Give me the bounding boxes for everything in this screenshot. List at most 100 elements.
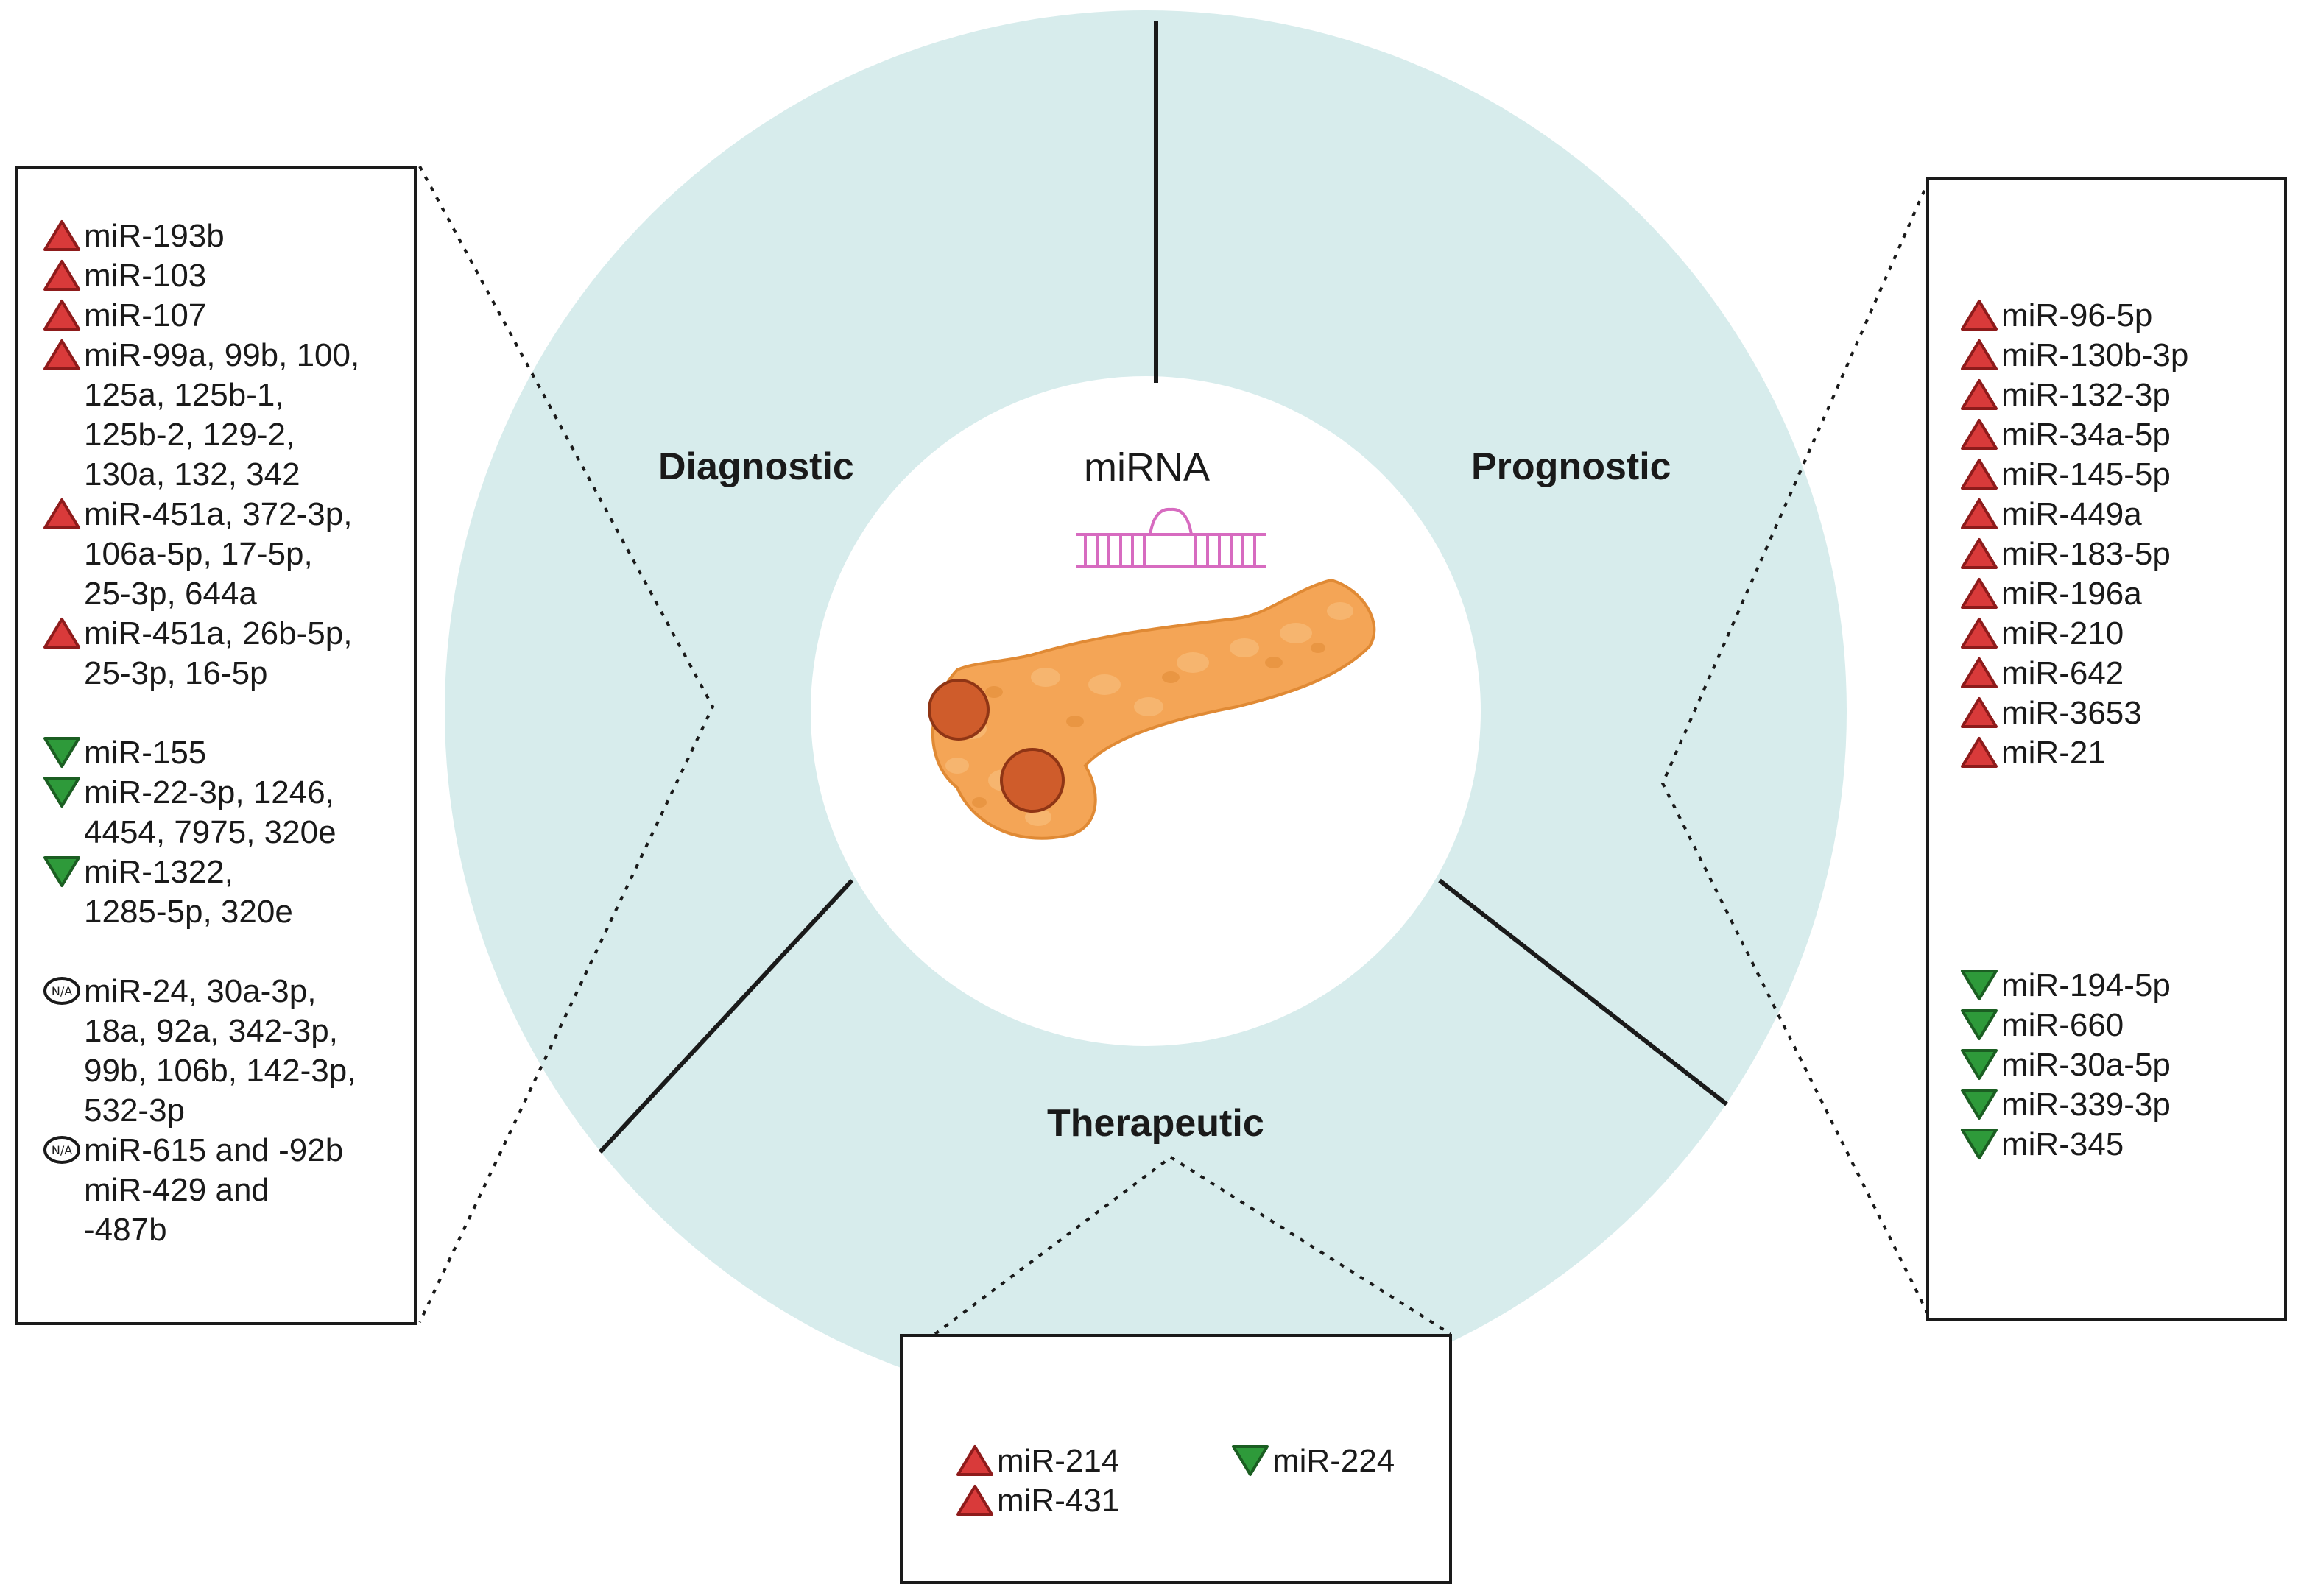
list-item: miR-155: [43, 733, 359, 773]
mirna-label: miR-103: [84, 258, 207, 294]
therapeutic-down-list: miR-224: [1231, 1441, 1395, 1481]
mirna-label: miR-214: [997, 1443, 1120, 1479]
list-item: miR-214: [956, 1441, 1119, 1481]
list-item: N/A miR-615 and -92b miR-429 and -487b: [43, 1131, 359, 1250]
list-item: miR-107: [43, 296, 359, 336]
list-item: miR-210: [1960, 614, 2188, 654]
down-triangle-icon: [1960, 1006, 2001, 1045]
mirna-label: miR-660: [2001, 1007, 2124, 1043]
down-triangle-icon: [1960, 966, 2001, 1006]
center-label-mirna: miRNA: [1084, 445, 1210, 490]
diagnostic-box: miR-193b miR-103 miR-107 miR-99a, 99b, 1…: [15, 166, 417, 1325]
up-triangle-icon: [43, 216, 84, 256]
list-item: miR-103: [43, 256, 359, 296]
list-item: N/A miR-24, 30a-3p, 18a, 92a, 342-3p, 99b…: [43, 972, 359, 1131]
mirna-label: miR-339-3p: [2001, 1087, 2171, 1123]
divider-left: [598, 878, 854, 1154]
mirna-label: miR-183-5p: [2001, 536, 2171, 572]
list-item: miR-449a: [1960, 495, 2188, 534]
mirna-label: miR-99a, 99b, 100, 125a, 125b-1, 125b-2,…: [84, 337, 360, 492]
up-triangle-icon: [1960, 614, 2001, 654]
list-item: miR-130b-3p: [1960, 336, 2188, 375]
mirna-label: miR-193b: [84, 218, 225, 254]
list-item: miR-21: [1960, 733, 2188, 773]
down-triangle-icon: [43, 773, 84, 813]
mirna-label: miR-3653: [2001, 695, 2142, 731]
up-triangle-icon: [43, 614, 84, 654]
list-item: miR-22-3p, 1246, 4454, 7975, 320e: [43, 773, 359, 852]
mirna-label: miR-196a: [2001, 576, 2142, 612]
up-triangle-icon: [1960, 455, 2001, 495]
list-item: miR-132-3p: [1960, 375, 2188, 415]
divider-right: [1438, 878, 1728, 1106]
therapeutic-box: miR-214 miR-431 miR-224: [900, 1334, 1452, 1584]
list-item: miR-1322, 1285-5p, 320e: [43, 852, 359, 932]
mirna-label: miR-107: [84, 297, 207, 333]
mirna-label: miR-615 and -92b miR-429 and -487b: [84, 1132, 344, 1248]
list-item: miR-30a-5p: [1960, 1045, 2171, 1085]
up-triangle-icon: [1960, 654, 2001, 693]
list-item: miR-145-5p: [1960, 455, 2188, 495]
up-triangle-icon: [1960, 296, 2001, 336]
list-item: miR-96-5p: [1960, 296, 2188, 336]
list-item: miR-642: [1960, 654, 2188, 693]
na-badge-text: N/A: [52, 984, 72, 998]
mirna-label: miR-345: [2001, 1126, 2124, 1162]
up-triangle-icon: [1960, 574, 2001, 614]
mirna-label: miR-130b-3p: [2001, 337, 2189, 373]
list-item: miR-3653: [1960, 693, 2188, 733]
down-triangle-icon: [43, 733, 84, 773]
up-triangle-icon: [43, 495, 84, 534]
mirna-label: miR-132-3p: [2001, 377, 2171, 413]
up-triangle-icon: [956, 1441, 997, 1481]
prognostic-box: miR-96-5p miR-130b-3p miR-132-3p miR-34a…: [1926, 177, 2287, 1321]
diagnostic-list: miR-193b miR-103 miR-107 miR-99a, 99b, 1…: [43, 216, 359, 1250]
up-triangle-icon: [1960, 693, 2001, 733]
mirna-label: miR-210: [2001, 615, 2124, 652]
mirna-label: miR-30a-5p: [2001, 1047, 2171, 1083]
section-label-diagnostic: Diagnostic: [658, 445, 854, 488]
down-triangle-icon: [43, 852, 84, 892]
prognostic-down-list: miR-194-5p miR-660 miR-30a-5p miR-339-3p…: [1960, 966, 2171, 1165]
na-badge-icon: N/A: [43, 1131, 84, 1170]
callout-prognostic: [1660, 179, 1931, 1317]
list-item: miR-196a: [1960, 574, 2188, 614]
mirna-label: miR-96-5p: [2001, 297, 2153, 333]
mirna-label: miR-642: [2001, 655, 2124, 691]
list-item: miR-99a, 99b, 100, 125a, 125b-1, 125b-2,…: [43, 336, 359, 495]
mirna-label: miR-451a, 372-3p, 106a-5p, 17-5p, 25-3p,…: [84, 496, 353, 612]
up-triangle-icon: [1960, 534, 2001, 574]
up-triangle-icon: [1960, 415, 2001, 455]
list-item: miR-34a-5p: [1960, 415, 2188, 455]
group-spacer: [43, 693, 359, 733]
list-item: miR-183-5p: [1960, 534, 2188, 574]
list-item: miR-431: [956, 1481, 1119, 1521]
up-triangle-icon: [1960, 495, 2001, 534]
na-badge-text: N/A: [52, 1143, 72, 1157]
down-triangle-icon: [1960, 1085, 2001, 1125]
down-triangle-icon: [1960, 1125, 2001, 1165]
mirna-label: miR-224: [1272, 1443, 1395, 1479]
mirna-label: miR-451a, 26b-5p, 25-3p, 16-5p: [84, 615, 353, 691]
tumor-1: [928, 679, 990, 741]
mirna-label: miR-431: [997, 1483, 1120, 1519]
mirna-label: miR-22-3p, 1246, 4454, 7975, 320e: [84, 774, 336, 850]
mirna-label: miR-449a: [2001, 496, 2142, 532]
list-item: miR-193b: [43, 216, 359, 256]
mirna-label: miR-155: [84, 735, 207, 771]
mirna-label: miR-194-5p: [2001, 967, 2171, 1003]
list-item: miR-345: [1960, 1125, 2171, 1165]
down-triangle-icon: [1960, 1045, 2001, 1085]
up-triangle-icon: [1960, 375, 2001, 415]
mirna-label: miR-21: [2001, 735, 2106, 771]
mirna-label: miR-1322, 1285-5p, 320e: [84, 854, 293, 930]
group-spacer: [43, 932, 359, 972]
mirna-label: miR-24, 30a-3p, 18a, 92a, 342-3p, 99b, 1…: [84, 973, 356, 1129]
prognostic-list: miR-96-5p miR-130b-3p miR-132-3p miR-34a…: [1960, 296, 2188, 773]
list-item: miR-451a, 372-3p, 106a-5p, 17-5p, 25-3p,…: [43, 495, 359, 614]
mirna-label: miR-34a-5p: [2001, 417, 2171, 453]
up-triangle-icon: [43, 336, 84, 375]
up-triangle-icon: [1960, 336, 2001, 375]
tumor-2: [1000, 748, 1065, 813]
